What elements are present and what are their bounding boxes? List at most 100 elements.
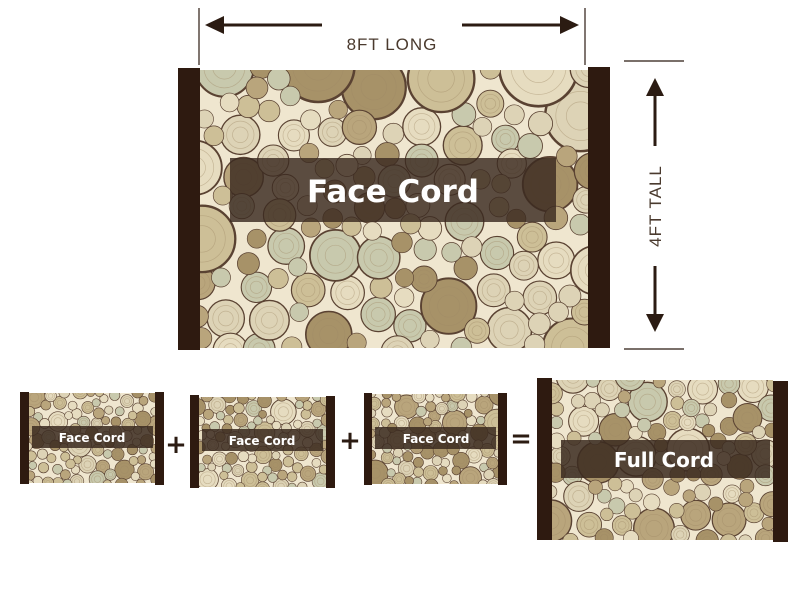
left-post [20,392,29,484]
log-end [225,404,236,415]
log-end [479,70,501,80]
log-end [693,483,711,501]
log-ring [232,126,249,143]
log-ring [417,70,465,103]
log-end [442,473,452,483]
log-ring [214,453,225,465]
log-end [472,117,493,137]
log-ring [139,465,152,478]
log-end [247,453,257,464]
log-ring [200,157,206,178]
log-ring [53,417,63,426]
log-ring [250,404,258,413]
log-end [569,213,588,236]
log-ring [490,482,497,484]
plus-sign-2: + [339,426,361,456]
log-ring [580,194,588,206]
log-end [320,413,326,427]
log-end [302,400,313,411]
log-end [212,185,233,206]
log-end [37,462,49,474]
log-end [109,393,121,401]
log-end [413,237,437,261]
log-end [138,395,149,406]
log-ring [699,532,716,540]
log-end [200,140,223,196]
log-end [67,400,78,411]
log-ring [270,460,281,470]
log-end [362,221,382,241]
log-end [277,119,310,152]
log-ring [252,342,266,348]
log-end [207,462,217,472]
log-end [423,417,433,427]
log-ring [681,416,694,429]
log-ring [85,404,91,411]
log-end [150,407,155,417]
plus-sign-1: + [165,430,187,460]
full-cord-stack: Full Cord [537,378,788,542]
log-ring [467,448,481,461]
log-end [585,380,600,388]
log-end [271,450,281,460]
log-ring [324,454,326,459]
log-end [128,410,138,421]
log-ring [614,518,630,533]
log-ring [312,318,346,348]
log-end [202,408,214,420]
log-end [294,400,304,409]
log-ring [525,230,539,244]
log-end [687,380,719,405]
log-ring [584,262,588,278]
log-ring [91,472,104,483]
log-ring [200,225,216,253]
log-ring [139,415,147,423]
log-ring [45,480,51,483]
log-end [453,255,478,281]
equals-sign: = [510,424,532,454]
log-end [312,397,323,402]
log-ring [542,247,570,274]
log-ring [499,133,512,145]
log-end [372,408,377,418]
log-end [32,475,43,483]
log-end [237,252,260,275]
log-end [36,448,48,460]
log-end [293,419,303,429]
log-ring [471,325,483,337]
log-ring [93,475,102,483]
log-ring [725,422,734,431]
log-ring [487,412,498,432]
log-end [425,394,435,403]
log-ring [683,418,692,427]
log-ring [521,226,544,248]
log-ring [304,470,312,478]
log-ring [245,276,268,299]
label-band [561,440,770,478]
log-end [441,394,451,403]
log-ring [322,451,326,462]
log-end [289,302,309,322]
log-end [199,463,206,472]
log-end [120,394,134,408]
log-ring [372,400,378,407]
log-ring [500,320,519,340]
log-ring [491,416,498,429]
log-end [391,394,402,402]
log-end [199,416,205,426]
log-end [420,329,440,348]
log-ring [216,455,223,463]
log-ring [746,505,762,521]
log-end [136,455,147,465]
log-ring [200,215,226,263]
log-ring [490,246,504,260]
log-ring [259,397,270,407]
log-ring [676,530,685,539]
log-end [91,398,101,408]
log-end [40,399,52,411]
log-end [257,99,281,123]
log-end [276,397,288,402]
log-ring [462,469,479,484]
log-ring [494,467,498,477]
